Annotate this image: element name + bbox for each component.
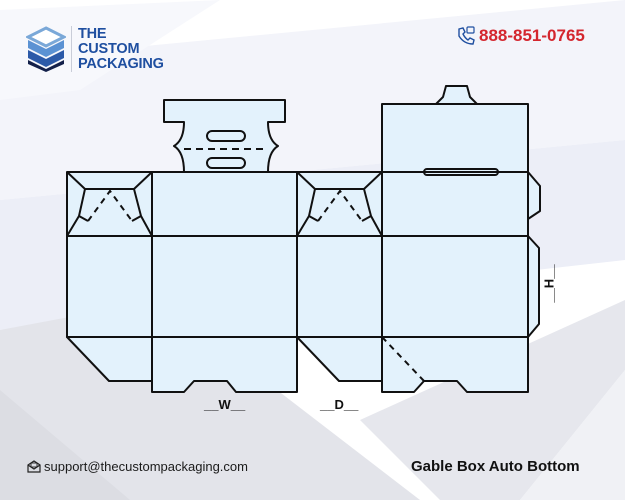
back-panel [381, 235, 529, 338]
gusset-panel-left [66, 171, 153, 237]
envelope-icon [27, 460, 41, 473]
width-dimension-label: __W__ [204, 397, 246, 412]
handle-hole-bottom [206, 157, 246, 169]
stacked-cube-icon [26, 26, 66, 72]
bottom-flap-4 [381, 336, 529, 393]
depth-dimension-label: __D__ [320, 397, 359, 412]
brand-line-3: PACKAGING [78, 55, 164, 72]
logo-divider [71, 26, 72, 72]
height-dimension-label: __H__ [541, 264, 557, 303]
phone-number: 888-851-0765 [479, 26, 585, 45]
handle-flap [163, 99, 286, 173]
front-top-panel [151, 171, 298, 237]
lid-tab [435, 85, 478, 105]
diagram-title: Gable Box Auto Bottom [411, 458, 580, 475]
handle-hole-top [206, 130, 246, 142]
gusset-panel-right [296, 171, 383, 237]
brand-name: THE CUSTOM PACKAGING [78, 25, 164, 72]
email-address: support@thecustompackaging.com [44, 459, 248, 474]
email-contact[interactable]: support@thecustompackaging.com [27, 459, 248, 474]
back-top-panel [381, 171, 529, 237]
brand-line-1: THE [78, 25, 107, 42]
bottom-flap-1 [66, 336, 153, 382]
glue-flap-body [527, 235, 540, 338]
phone-icon [458, 26, 475, 45]
brand-logo[interactable]: THE CUSTOM PACKAGING [26, 26, 164, 72]
top-lid-panel [381, 103, 529, 173]
glue-flap-top [527, 171, 541, 220]
lid-slot [423, 168, 499, 176]
side-panel-1 [66, 235, 153, 338]
bottom-flap-3 [296, 336, 383, 382]
front-panel [151, 235, 298, 338]
side-panel-2 [296, 235, 383, 338]
bottom-flap-2 [151, 336, 298, 393]
brand-line-2: CUSTOM [78, 40, 140, 57]
phone-contact[interactable]: 888-851-0765 [456, 26, 585, 46]
